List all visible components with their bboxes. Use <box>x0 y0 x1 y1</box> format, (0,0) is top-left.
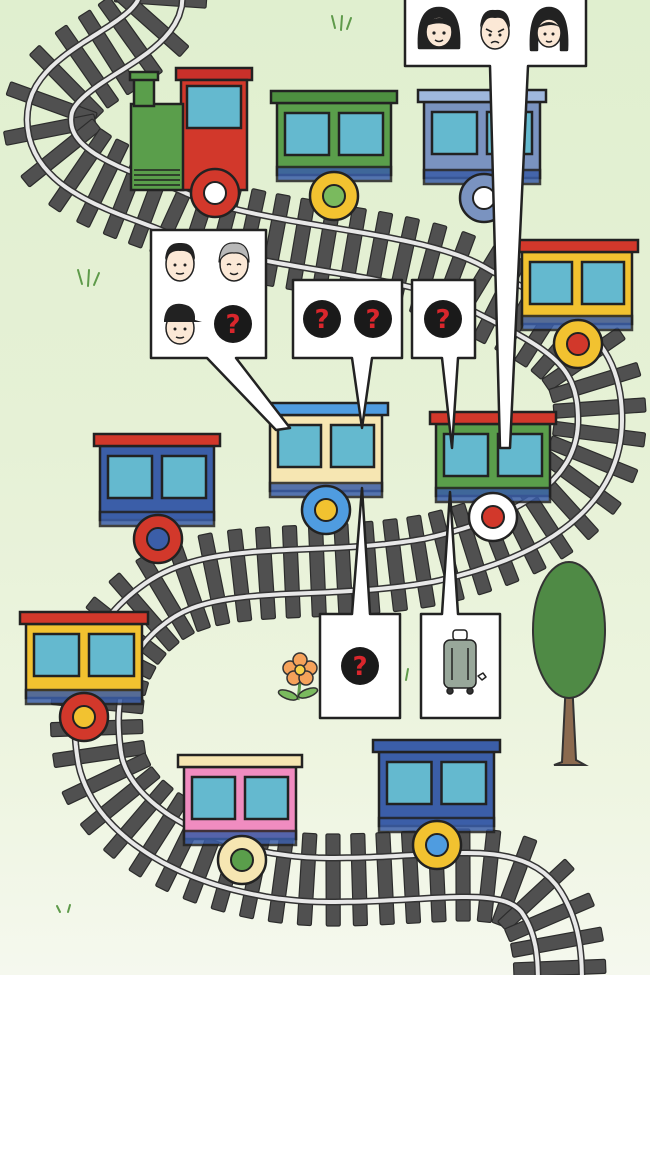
train-locomotive <box>128 66 254 219</box>
bubble-left[interactable] <box>149 228 292 432</box>
grandma-icon <box>218 242 250 282</box>
blank-panel <box>0 977 650 1168</box>
track-sleeper <box>54 24 119 109</box>
cap-man-icon <box>164 303 202 345</box>
train-window <box>106 454 154 500</box>
train-car-pink-green <box>176 753 304 886</box>
track-sleeper <box>375 831 395 926</box>
track-sleeper <box>48 128 112 213</box>
angry-man-icon <box>480 9 510 50</box>
question-mark-icon <box>354 300 392 338</box>
man-icon <box>165 242 195 282</box>
game-scene: ? <box>0 0 650 975</box>
woman-icon <box>417 6 461 50</box>
bubble-middle[interactable] <box>291 278 404 430</box>
track-sleeper <box>552 397 647 419</box>
track-sleeper <box>254 526 277 620</box>
suitcase-icon <box>443 629 487 695</box>
track-sleeper <box>382 518 408 613</box>
track-sleeper <box>350 832 369 927</box>
train-window <box>32 632 81 678</box>
track-sleeper <box>285 197 316 292</box>
question-mark-icon <box>303 300 341 338</box>
track-sleeper <box>406 514 436 609</box>
train-window <box>440 760 488 806</box>
train-window <box>185 84 243 130</box>
scene-art: ? <box>3 0 647 975</box>
train-window <box>190 775 237 821</box>
track-sleeper <box>296 832 318 927</box>
train-window <box>580 260 626 306</box>
track-sleeper <box>110 0 190 57</box>
bubble-top-right[interactable] <box>403 0 588 450</box>
question-mark-icon <box>214 305 252 343</box>
train-window <box>337 111 385 157</box>
train-window <box>160 454 208 500</box>
train-window <box>430 110 479 156</box>
question-mark-icon <box>341 647 379 685</box>
train-car-pink-cream <box>262 401 390 536</box>
bubble-right[interactable] <box>410 278 477 450</box>
track-sleeper <box>103 779 174 859</box>
track-sleeper <box>20 118 102 188</box>
train-window <box>528 260 574 306</box>
train-car-red-yellow <box>514 238 640 370</box>
tree <box>532 561 606 766</box>
bubble-lower-right[interactable] <box>419 490 502 720</box>
track-sleeper <box>497 858 575 932</box>
train-car-yellow-green <box>18 610 150 743</box>
train-car-green-yellow <box>269 89 399 222</box>
train-car-blue-yellow <box>371 738 502 871</box>
track-sleeper <box>333 522 354 617</box>
train-window <box>385 760 433 806</box>
question-mark-icon <box>424 300 462 338</box>
train-window <box>329 423 376 469</box>
train-window <box>276 423 323 469</box>
flower <box>277 652 319 701</box>
train-car-green-white <box>428 410 558 543</box>
train-window <box>243 775 290 821</box>
train-window <box>87 632 136 678</box>
track-sleeper <box>29 45 104 121</box>
train-window <box>283 111 331 157</box>
track-sleeper <box>281 525 301 619</box>
bubble-lower-middle[interactable] <box>318 486 402 720</box>
girl-icon <box>529 6 569 52</box>
train-car-blue-white <box>92 432 222 565</box>
track-sleeper <box>512 958 607 975</box>
track-sleeper <box>325 833 341 927</box>
track-sleeper <box>226 528 253 623</box>
track-sleeper <box>80 766 161 836</box>
track-sleeper <box>307 523 327 618</box>
